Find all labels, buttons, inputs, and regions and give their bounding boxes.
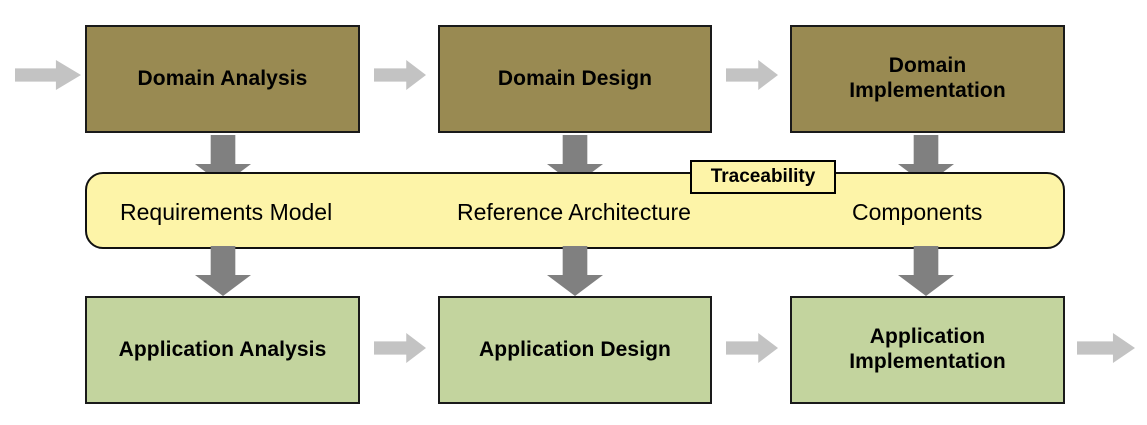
box-domain-implementation[interactable]: Domain Implementation <box>790 25 1065 133</box>
box-application-analysis-line1: Application Analysis <box>118 337 327 361</box>
box-domain-implementation-line1: Domain <box>888 54 967 78</box>
arrow-domain-design-to-implementation <box>726 60 778 90</box>
box-application-implementation-line1: Application <box>869 325 986 349</box>
box-application-design[interactable]: Application Design <box>438 296 712 404</box>
box-application-design-line1: Application Design <box>479 337 671 361</box>
box-domain-design-line1: Domain Design <box>497 66 653 90</box>
artifact-components: Components <box>852 199 983 225</box>
arrow-components-to-application-implementation <box>898 246 954 296</box>
arrow-input-domain <box>15 60 81 90</box>
box-domain-analysis[interactable]: Domain Analysis <box>85 25 360 133</box>
box-application-analysis[interactable]: Application Analysis <box>85 296 360 404</box>
artifact-reference-architecture: Reference Architecture <box>457 199 691 225</box>
arrow-output-application <box>1077 333 1135 363</box>
box-application-implementation-line2: Implementation <box>849 350 1006 373</box>
arrow-application-analysis-to-design <box>374 333 426 363</box>
box-domain-implementation-line2: Implementation <box>849 79 1006 102</box>
arrow-requirements-model-to-application-analysis <box>195 246 251 296</box>
arrow-domain-analysis-to-design <box>374 60 426 90</box>
box-domain-design[interactable]: Domain Design <box>438 25 712 133</box>
box-application-implementation[interactable]: Application Implementation <box>790 296 1065 404</box>
arrow-reference-architecture-to-application-design <box>547 246 603 296</box>
artifact-band: Requirements Model Reference Architectur… <box>85 172 1065 249</box>
traceability-label[interactable]: Traceability <box>690 160 836 194</box>
arrow-application-design-to-implementation <box>726 333 778 363</box>
box-domain-analysis-line1: Domain Analysis <box>137 66 308 90</box>
traceability-label-text: Traceability <box>710 166 816 187</box>
artifact-requirements-model: Requirements Model <box>120 199 333 225</box>
